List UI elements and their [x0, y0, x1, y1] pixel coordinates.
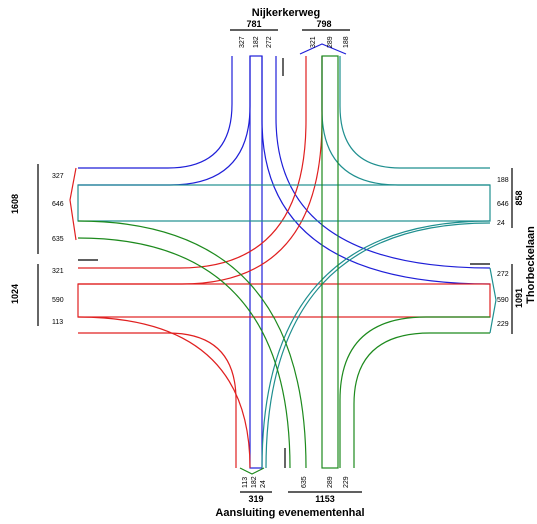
east-in-lane-3: 24 — [497, 220, 505, 227]
south-in-lane-1: 113 — [242, 477, 249, 488]
east-road-name: Thorbeckelaan — [525, 226, 537, 304]
flow-arrows — [69, 43, 497, 475]
flow-north-west-inner — [78, 56, 251, 186]
north-out-total: 798 — [316, 19, 331, 29]
west-out-arrow — [69, 167, 77, 241]
flow-west-north — [78, 56, 307, 269]
flow-north-east — [261, 56, 491, 285]
flow-south-west-inner — [77, 237, 291, 469]
south-in-arrow — [239, 467, 265, 475]
south-out-lane-1: 635 — [301, 476, 308, 488]
flow-bands — [77, 55, 491, 469]
stop-lines — [78, 58, 490, 468]
south-out-lane-2: 289 — [327, 476, 334, 488]
north-out-lane-2: 289 — [327, 36, 334, 48]
east-out-arrow — [489, 267, 497, 334]
east-out-total: 1091 — [514, 288, 524, 308]
north-in-lane-2: 182 — [253, 36, 260, 48]
west-in-lane-3: 635 — [52, 236, 64, 243]
east-in-lane-2: 646 — [497, 201, 509, 208]
flow-south-east-inner — [353, 332, 490, 468]
flow-south-north — [321, 55, 339, 469]
flow-east-north — [339, 56, 490, 169]
west-in-lane-2: 646 — [52, 201, 64, 208]
flow-north-west — [78, 56, 233, 169]
south-in-lane-2: 182 — [251, 476, 258, 488]
west-out-lane-2: 590 — [52, 297, 64, 304]
north-road-name: Nijkerkerweg — [252, 7, 320, 19]
north-labels: Nijkerkerweg 781 798 327 182 272 321 289… — [230, 7, 350, 48]
north-out-lane-1: 321 — [310, 36, 317, 48]
west-out-lane-3: 113 — [52, 319, 63, 326]
east-out-lane-1: 272 — [497, 271, 509, 278]
south-out-total: 1153 — [315, 494, 335, 504]
north-in-total: 781 — [246, 19, 261, 29]
flow-west-east — [77, 283, 491, 318]
flow-south-west — [77, 220, 307, 469]
flow-west-south-outer — [78, 332, 237, 468]
east-labels: 188 646 24 272 590 229 858 1091 Thorbeck… — [497, 168, 537, 334]
west-labels: 1608 1024 327 646 635 321 590 113 — [10, 164, 64, 326]
north-out-lane-3: 188 — [343, 36, 350, 48]
south-in-total: 319 — [248, 494, 263, 504]
east-in-lane-1: 188 — [497, 177, 509, 184]
south-out-lane-3: 229 — [343, 476, 350, 488]
south-labels: 113 182 24 635 289 229 319 1153 Aansluit… — [215, 476, 364, 519]
east-out-lane-2: 590 — [497, 297, 509, 304]
west-in-total: 1608 — [10, 194, 20, 214]
flow-east-south — [261, 220, 491, 469]
flow-north-south — [249, 55, 263, 469]
south-road-name: Aansluiting evenementenhal — [215, 507, 364, 519]
flow-east-south-inner — [265, 222, 491, 469]
west-in-lane-1: 327 — [52, 173, 64, 180]
flow-west-south — [77, 316, 251, 469]
flow-north-east-inner — [275, 56, 491, 269]
flow-south-east — [339, 316, 490, 468]
flow-east-north-inner — [321, 56, 490, 186]
south-in-lane-3: 24 — [260, 480, 267, 488]
north-in-lane-3: 272 — [266, 36, 273, 48]
east-in-total: 858 — [514, 190, 524, 205]
flow-east-west — [77, 184, 491, 222]
north-out-arrow — [299, 43, 347, 55]
north-in-lane-1: 327 — [239, 36, 246, 48]
west-out-total: 1024 — [10, 284, 20, 304]
west-out-lane-1: 321 — [52, 268, 64, 275]
east-out-lane-3: 229 — [497, 321, 509, 328]
flow-west-north-inner — [78, 56, 323, 285]
